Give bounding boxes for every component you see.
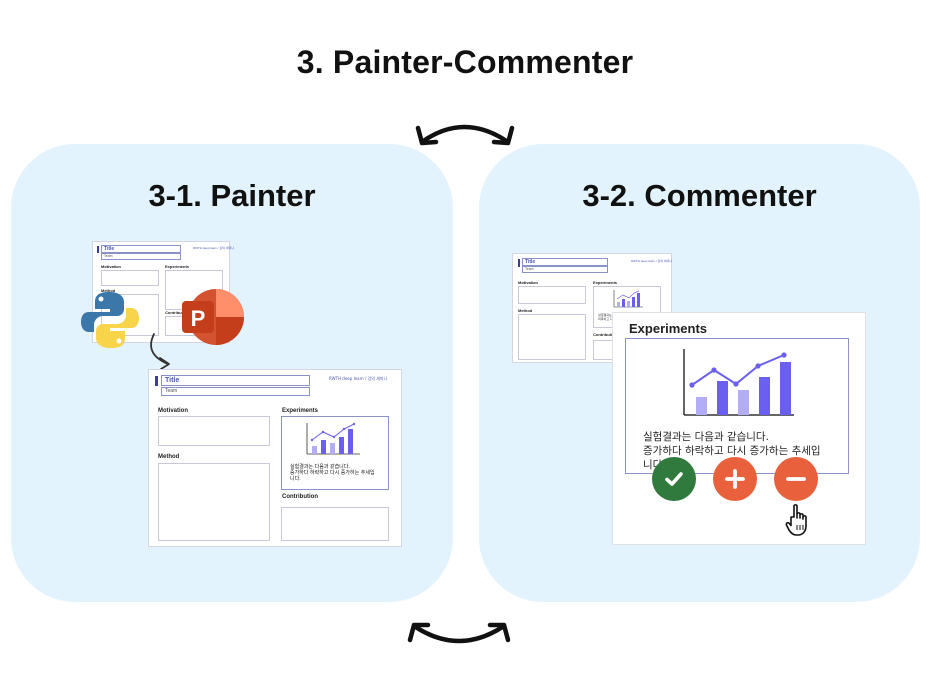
slide-method-label: Method [158,454,180,460]
slide-team: Team [161,387,310,396]
check-icon [665,472,683,486]
commenter-title: 3-2. Commenter [582,178,817,213]
double-arrow-bottom-icon [407,622,511,644]
zoom-experiments-chart [683,349,794,416]
zoom-heading: Experiments [629,321,708,336]
experiments-text-line2: 증가하다 하락하고 다시 증가하는 추세입 [290,470,375,476]
painter-large-slide: Title Team RWTH deep learn / 강의 세미나 Moti… [148,369,402,547]
slide-contribution-label: Contribution [282,494,318,500]
slide-contribution-label: Contribution [593,332,617,337]
experiments-chart [306,422,360,455]
slide-method-label: Method [518,308,533,313]
powerpoint-logo-icon: P [182,289,244,345]
slide-contribution-label: Contribution [165,310,189,315]
experiments-text-line1: 실험결과는 다음과 같습니다. [290,464,350,470]
slide-method-label: Method [101,288,116,293]
slide-title: Title [161,375,310,386]
slide-team: Team [101,253,181,260]
double-arrow-top-icon [415,124,515,146]
small-experiments-text: 실험결과는 증가하다 하락하고 다시 [598,313,624,321]
python-logo-icon [81,292,139,348]
commenter-zoom-card: Experiments 실험결과는 다음과 같습니다. 증가하다 하락하고 다시… [612,312,866,545]
zoom-experiments-box: 실험결과는 다음과 같습니다. 증가하다 하락하고 다시 증가하는 추세입 니다… [625,338,849,474]
remove-button[interactable] [774,457,818,501]
slide-team: Team [522,266,608,273]
experiments-box: 실험결과는 다음과 같습니다. 증가하다 하락하고 다시 증가하는 추세입 니다… [281,416,389,490]
slide-header-note: RWTH deep learn / 강의 세미나 [631,259,673,263]
slide-title: Title [101,245,181,253]
slide-title: Title [522,258,608,266]
slide-experiments-label: Experiments [282,408,319,414]
slide-experiments-label: Experiments [593,280,618,285]
minus-icon [786,477,806,481]
slide-motivation-label: Motivation [101,264,121,269]
slide-header-note: RWTH deep learn / 강의 세미나 [329,376,388,381]
slide-experiments-label: Experiments [165,264,190,269]
slide-header-note: RWTH deep learn / 강의 세미나 [193,246,235,250]
curved-arrow-icon [150,333,170,370]
add-button[interactable] [713,457,757,501]
hand-pointer-icon [785,504,807,536]
painter-title: 3-1. Painter [148,178,316,213]
slide-motivation-label: Motivation [518,280,538,285]
main-title: 3. Painter-Commenter [296,44,634,80]
slide-motivation-label: Motivation [158,408,188,414]
small-experiments-chart [613,290,643,308]
zoom-text-line2: 증가하다 하락하고 다시 증가하는 추세입 [643,445,821,457]
zoom-text-line1: 실험결과는 다음과 같습니다. [643,431,769,443]
experiments-text-line3: 니다. [290,476,301,482]
accept-button[interactable] [652,457,696,501]
plus-icon [725,469,745,489]
svg-text:P: P [191,306,206,331]
